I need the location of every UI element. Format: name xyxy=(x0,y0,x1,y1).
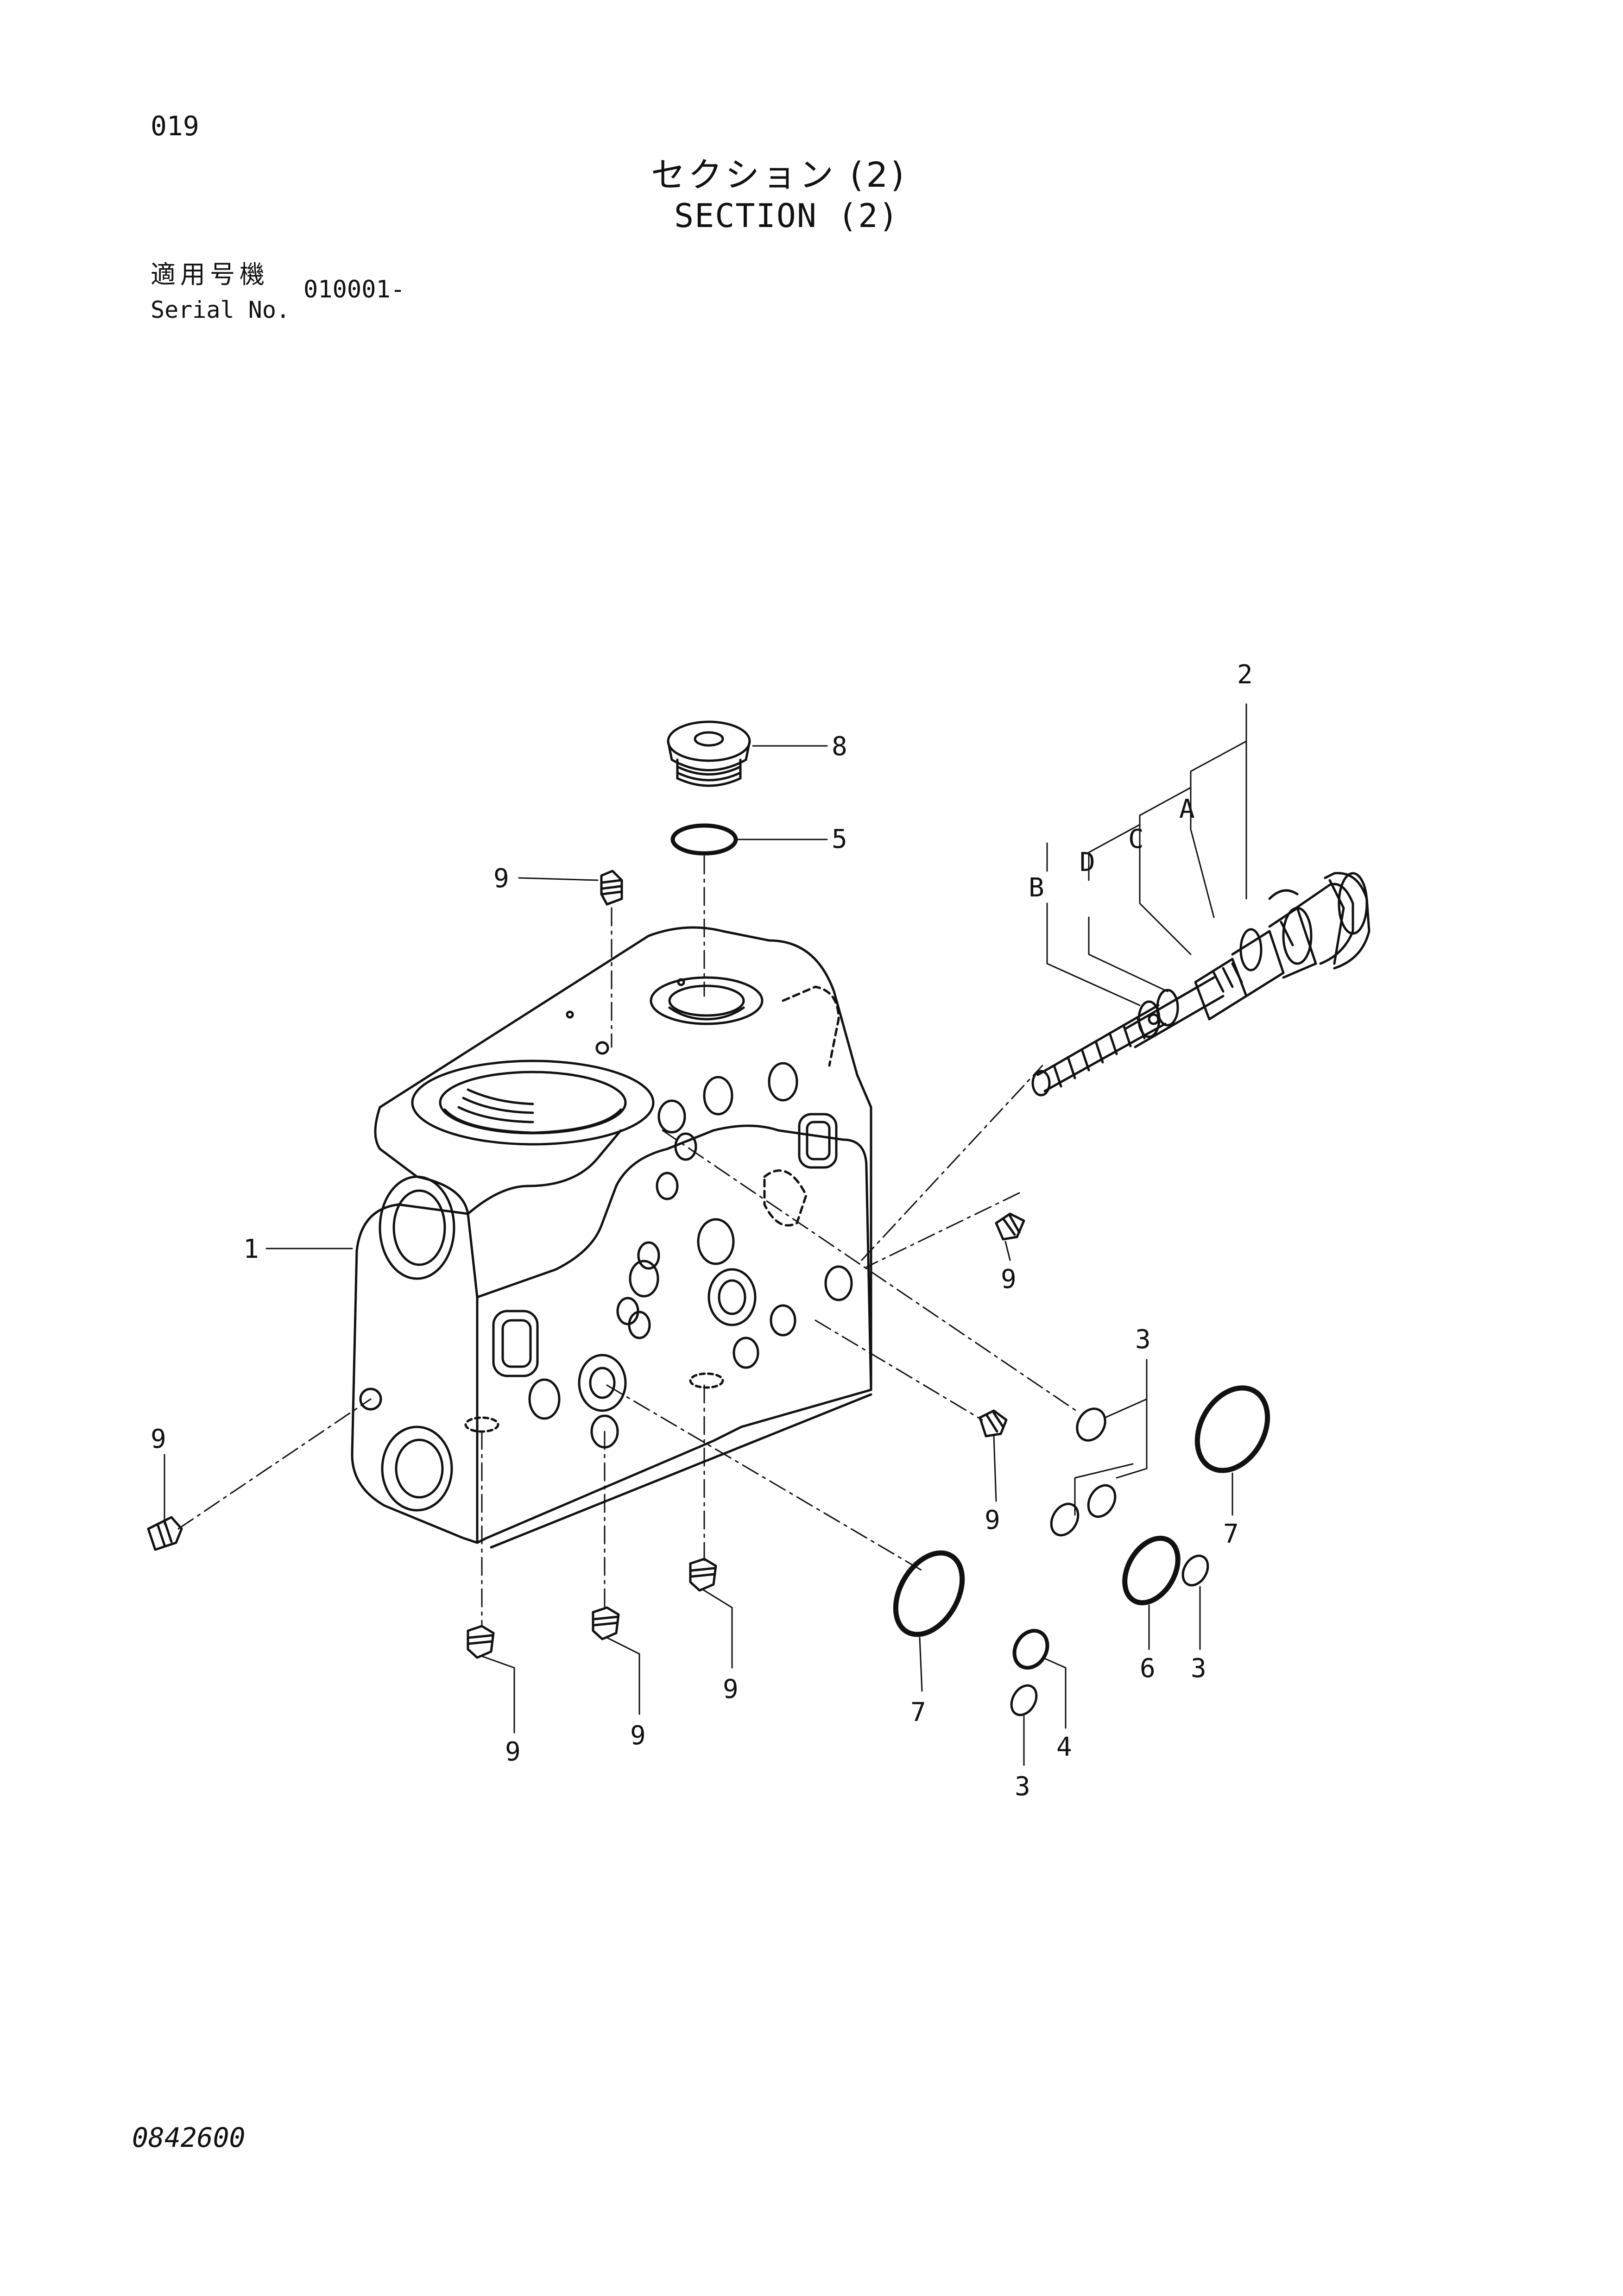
spool-assembly xyxy=(1031,872,1370,1097)
callout-B: B xyxy=(1029,873,1044,903)
o-ring-3-bottom xyxy=(1010,1684,1038,1716)
o-ring-4 xyxy=(1012,1629,1049,1670)
serial-label-en: Serial No. xyxy=(151,296,290,323)
callout-4: 4 xyxy=(1056,1732,1072,1762)
callout-9b: 9 xyxy=(1001,1264,1017,1294)
plug-8 xyxy=(667,720,751,787)
callout-7b: 7 xyxy=(910,1697,926,1728)
callout-6: 6 xyxy=(1140,1653,1156,1684)
plug-9-bottom-c xyxy=(689,1558,717,1592)
figure-code: 0842600 xyxy=(132,2122,246,2153)
callout-C: C xyxy=(1128,824,1144,854)
o-ring-5 xyxy=(670,823,738,856)
leader-lines xyxy=(164,703,1247,1766)
plug-9-left xyxy=(147,1516,183,1551)
callout-8: 8 xyxy=(832,732,847,762)
callout-9e: 9 xyxy=(723,1674,739,1704)
center-lines xyxy=(177,855,1080,1627)
o-ring-7-right xyxy=(1194,1385,1270,1473)
callout-9d: 9 xyxy=(985,1505,1000,1535)
serial-label-jp: 適用号機 xyxy=(151,260,269,289)
o-ring-6 xyxy=(1122,1535,1181,1606)
o-ring-7-left xyxy=(893,1550,965,1637)
callout-9g: 9 xyxy=(630,1721,646,1751)
callout-A: A xyxy=(1179,794,1195,824)
o-ring-3-mid-a xyxy=(1050,1502,1080,1537)
callout-9c: 9 xyxy=(151,1424,166,1454)
valve-body xyxy=(351,926,872,1549)
callout-3a: 3 xyxy=(1135,1325,1151,1355)
callout-9f: 9 xyxy=(505,1737,521,1767)
o-ring-3-top xyxy=(1076,1407,1106,1442)
page-number: 019 xyxy=(151,110,199,142)
o-ring-3-right xyxy=(1181,1554,1209,1587)
callout-2: 2 xyxy=(1237,660,1253,690)
callout-D: D xyxy=(1080,847,1095,877)
callout-9a: 9 xyxy=(493,864,509,894)
page-title-jp: セクション (2) xyxy=(651,155,907,195)
plug-9-bottom-b xyxy=(592,1606,620,1640)
o-ring-3-mid-b xyxy=(1087,1484,1117,1518)
callout-labels: 2 8 5 9 A C D B 1 9 3 9 9 7 6 3 9 7 9 9 … xyxy=(151,660,1253,1802)
callout-5: 5 xyxy=(832,824,847,854)
plug-9-right-lower xyxy=(979,1409,1008,1438)
serial-value: 010001- xyxy=(303,276,405,303)
plug-9-right-upper xyxy=(995,1212,1025,1241)
callout-3c: 3 xyxy=(1015,1772,1030,1802)
page-title-en: SECTION (2) xyxy=(674,197,899,235)
plug-9-top xyxy=(600,870,623,906)
callout-3b: 3 xyxy=(1191,1653,1206,1684)
callout-1: 1 xyxy=(243,1234,259,1264)
callout-7a: 7 xyxy=(1223,1519,1239,1549)
plug-9-bottom-a xyxy=(467,1625,495,1659)
